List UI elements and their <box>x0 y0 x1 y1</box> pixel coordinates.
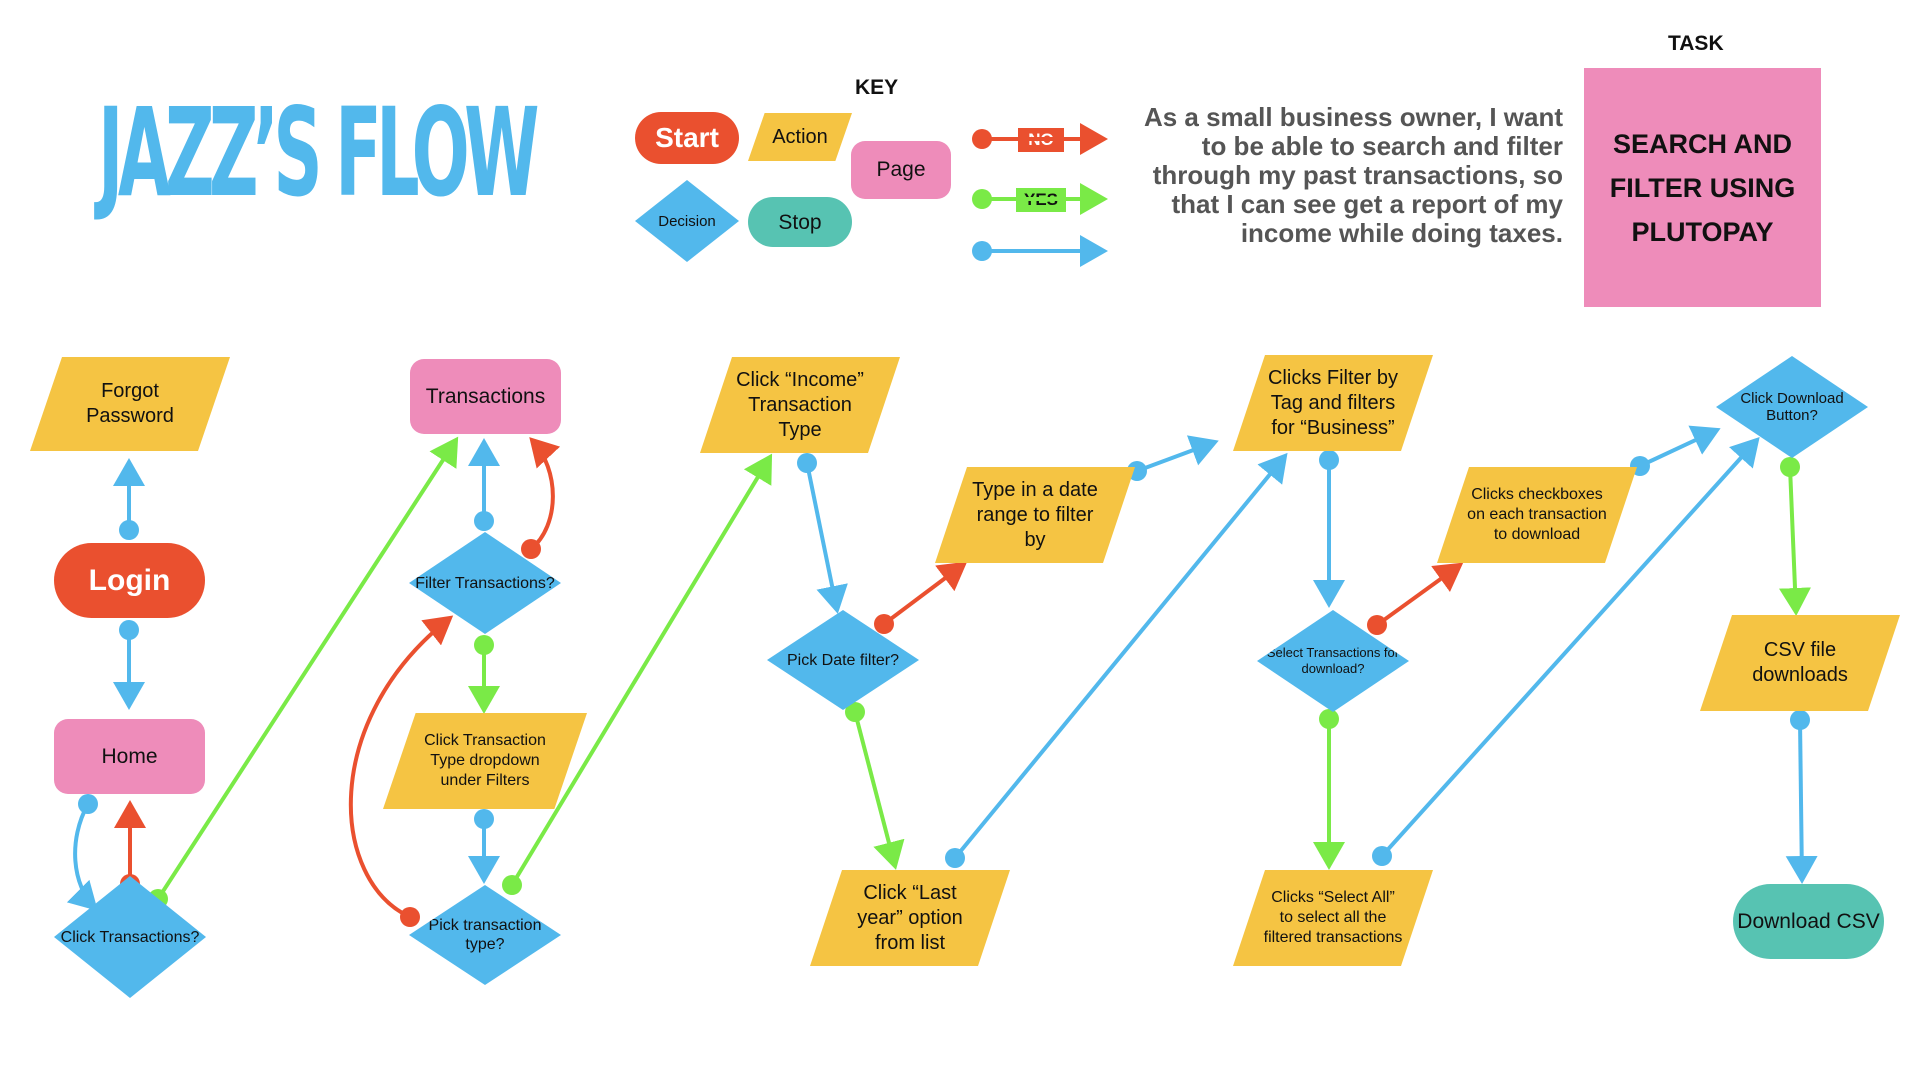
node-checkboxes: Clicks checkboxes on each transaction to… <box>1437 467 1637 563</box>
task-text: SEARCH AND FILTER USING PLUTOPAY <box>1609 128 1796 247</box>
edge-pickdate-no <box>874 561 968 634</box>
edge-select-no <box>1367 562 1464 635</box>
node-forgot-password: Forgot Password <box>30 357 230 451</box>
edge-checkboxes-download <box>1630 425 1721 476</box>
edge-clicktx-transactions-yes <box>148 436 459 909</box>
key-no-arrow <box>972 123 1108 155</box>
key-yes-arrow <box>972 183 1108 215</box>
node-click-type-dropdown: Click Transaction Type dropdown under Fi… <box>383 713 587 809</box>
node-transactions: Transactions <box>410 359 561 434</box>
edge-selectall-download <box>1372 437 1760 866</box>
node-select-all: Clicks “Select All” to select all the fi… <box>1233 870 1433 966</box>
edge-download-yes <box>1779 457 1811 616</box>
edge-picktype-yes <box>502 453 773 895</box>
edge-login-home <box>113 620 145 710</box>
edge-csv-stop <box>1785 710 1818 884</box>
key-stop: Stop <box>748 197 852 247</box>
key-page: Page <box>851 141 951 199</box>
edge-filter-yes <box>468 635 500 714</box>
task-box: SEARCH AND FILTER USING PLUTOPAY <box>1584 68 1821 307</box>
edge-select-yes <box>1313 709 1345 870</box>
edge-pickdate-yes <box>845 702 905 870</box>
edge-dropdown-picktype <box>468 809 500 884</box>
node-home: Home <box>54 719 205 794</box>
diagram-title: JAZZ’S FLOW <box>98 82 540 224</box>
node-type-date-range: Type in a date range to filter by <box>935 467 1135 563</box>
node-download-csv: Download CSV <box>1733 884 1884 959</box>
key-flow-arrow <box>972 235 1108 267</box>
node-login: Login <box>54 543 205 618</box>
edge-range-tag <box>1127 435 1219 481</box>
edge-filter-transactions <box>468 438 500 531</box>
edge-picktype-no <box>348 615 454 927</box>
node-csv-downloads: CSV file downloads <box>1700 615 1900 711</box>
edge-home-clicktx <box>66 794 98 911</box>
node-click-last-year: Click “Last year” option from list <box>810 870 1010 966</box>
key-heading: KEY <box>855 76 899 99</box>
edge-lastyear-tag <box>945 452 1288 868</box>
user-story: As a small business owner, I want to be … <box>1143 102 1563 248</box>
edge-income-pickdate <box>797 453 848 614</box>
edge-filter-no <box>521 437 561 559</box>
key-start: Start <box>635 112 739 164</box>
edge-login-forgot <box>113 458 145 540</box>
task-heading: TASK <box>1668 32 1724 55</box>
key-action: Action <box>748 113 852 161</box>
node-click-income: Click “Income” Transaction Type <box>700 357 900 453</box>
edge-tag-select <box>1313 450 1345 608</box>
node-filter-by-tag: Clicks Filter by Tag and filters for “Bu… <box>1233 355 1433 451</box>
